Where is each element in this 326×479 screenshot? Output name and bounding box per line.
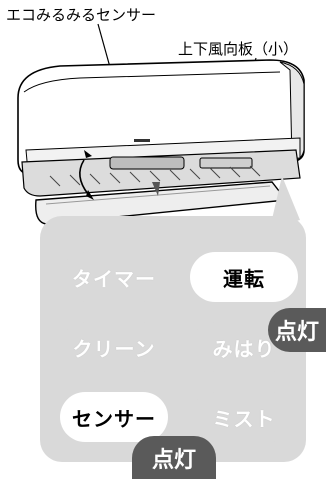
flap-hinge xyxy=(152,182,160,196)
air-conditioner-illustration xyxy=(17,23,305,228)
lit-badge-operation-text: 点灯 xyxy=(274,320,319,345)
flap-motion-arrow xyxy=(79,159,89,195)
lit-badge-sensor-text: 点灯 xyxy=(151,447,196,473)
timer-indicator-label: タイマー xyxy=(72,266,156,291)
watch-indicator-label: みはり xyxy=(212,336,276,361)
lit-badge-sensor: 点灯 xyxy=(132,436,216,479)
timer-indicator: タイマー xyxy=(60,252,168,302)
operation-indicator: 運転 xyxy=(190,252,298,302)
panel-pointer xyxy=(270,176,300,228)
mist-indicator-label: ミスト xyxy=(212,406,276,431)
mist-indicator: ミスト xyxy=(190,392,298,442)
small-louver xyxy=(199,157,253,169)
sensor-indicator-label: センサー xyxy=(72,406,156,431)
main-flap xyxy=(35,181,288,225)
clean-indicator: クリーン xyxy=(60,322,168,372)
operation-indicator-label: 運転 xyxy=(223,266,265,291)
lit-badge-operation: 点灯 xyxy=(268,308,326,352)
clean-indicator-label: クリーン xyxy=(72,336,156,361)
louver-label: 上下風向板（小） xyxy=(178,40,299,58)
eco-sensor-window xyxy=(109,156,185,170)
eco-sensor-label: エコみるみるセンサー xyxy=(6,6,157,24)
sensor-indicator: センサー xyxy=(60,392,168,442)
brand-logo xyxy=(134,139,150,142)
